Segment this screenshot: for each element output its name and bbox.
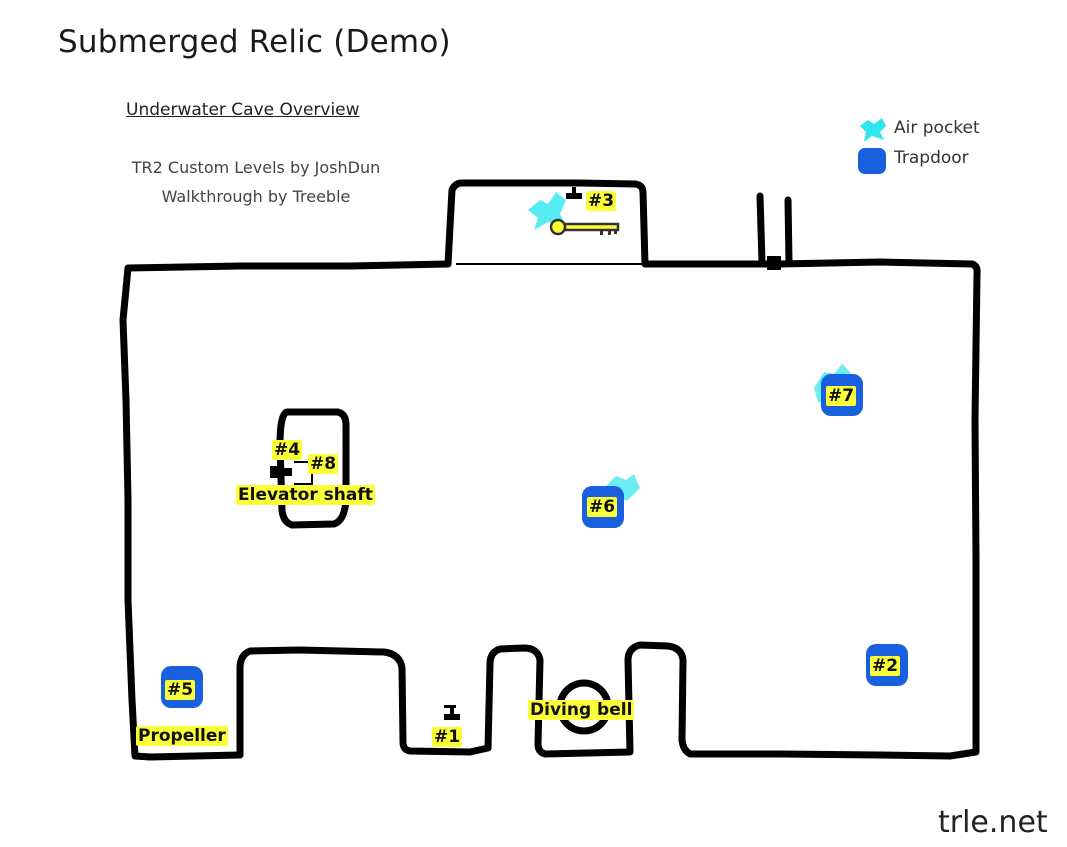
overview-heading: Underwater Cave Overview — [126, 100, 360, 120]
credit-walkthrough: Walkthrough by Treeble — [161, 187, 351, 206]
switch-block-icon — [270, 466, 284, 478]
page-title: Submerged Relic (Demo) — [58, 24, 451, 60]
lever-1-icon — [444, 705, 460, 720]
marker-8: #8 — [308, 454, 339, 474]
marker-5: #5 — [165, 680, 196, 700]
cave-outline — [119, 179, 981, 761]
door-block-icon — [767, 256, 781, 270]
key-icon — [549, 218, 620, 236]
place-diving-bell: Diving bell — [528, 700, 635, 720]
elevator-shaft-outline — [276, 408, 350, 529]
legend: Air pocket Trapdoor — [856, 114, 1056, 184]
pipe-right — [784, 196, 793, 266]
marker-4: #4 — [272, 440, 303, 460]
air-pocket-legend-icon — [860, 118, 886, 142]
legend-air-pocket-label: Air pocket — [894, 118, 980, 138]
marker-6: #6 — [587, 497, 618, 517]
legend-trapdoor-label: Trapdoor — [894, 148, 969, 168]
site-watermark: trle.net — [938, 805, 1048, 840]
marker-2: #2 — [870, 656, 901, 676]
marker-7: #7 — [826, 386, 857, 406]
trapdoor-legend-icon — [858, 148, 886, 174]
place-propeller: Propeller — [136, 726, 228, 746]
lever-3-icon — [566, 187, 582, 199]
marker-3: #3 — [586, 191, 617, 211]
credit-levels: TR2 Custom Levels by JoshDun — [131, 158, 381, 177]
place-elevator-shaft: Elevator shaft — [236, 485, 375, 505]
marker-1: #1 — [432, 727, 463, 747]
pipe-left — [756, 192, 766, 266]
